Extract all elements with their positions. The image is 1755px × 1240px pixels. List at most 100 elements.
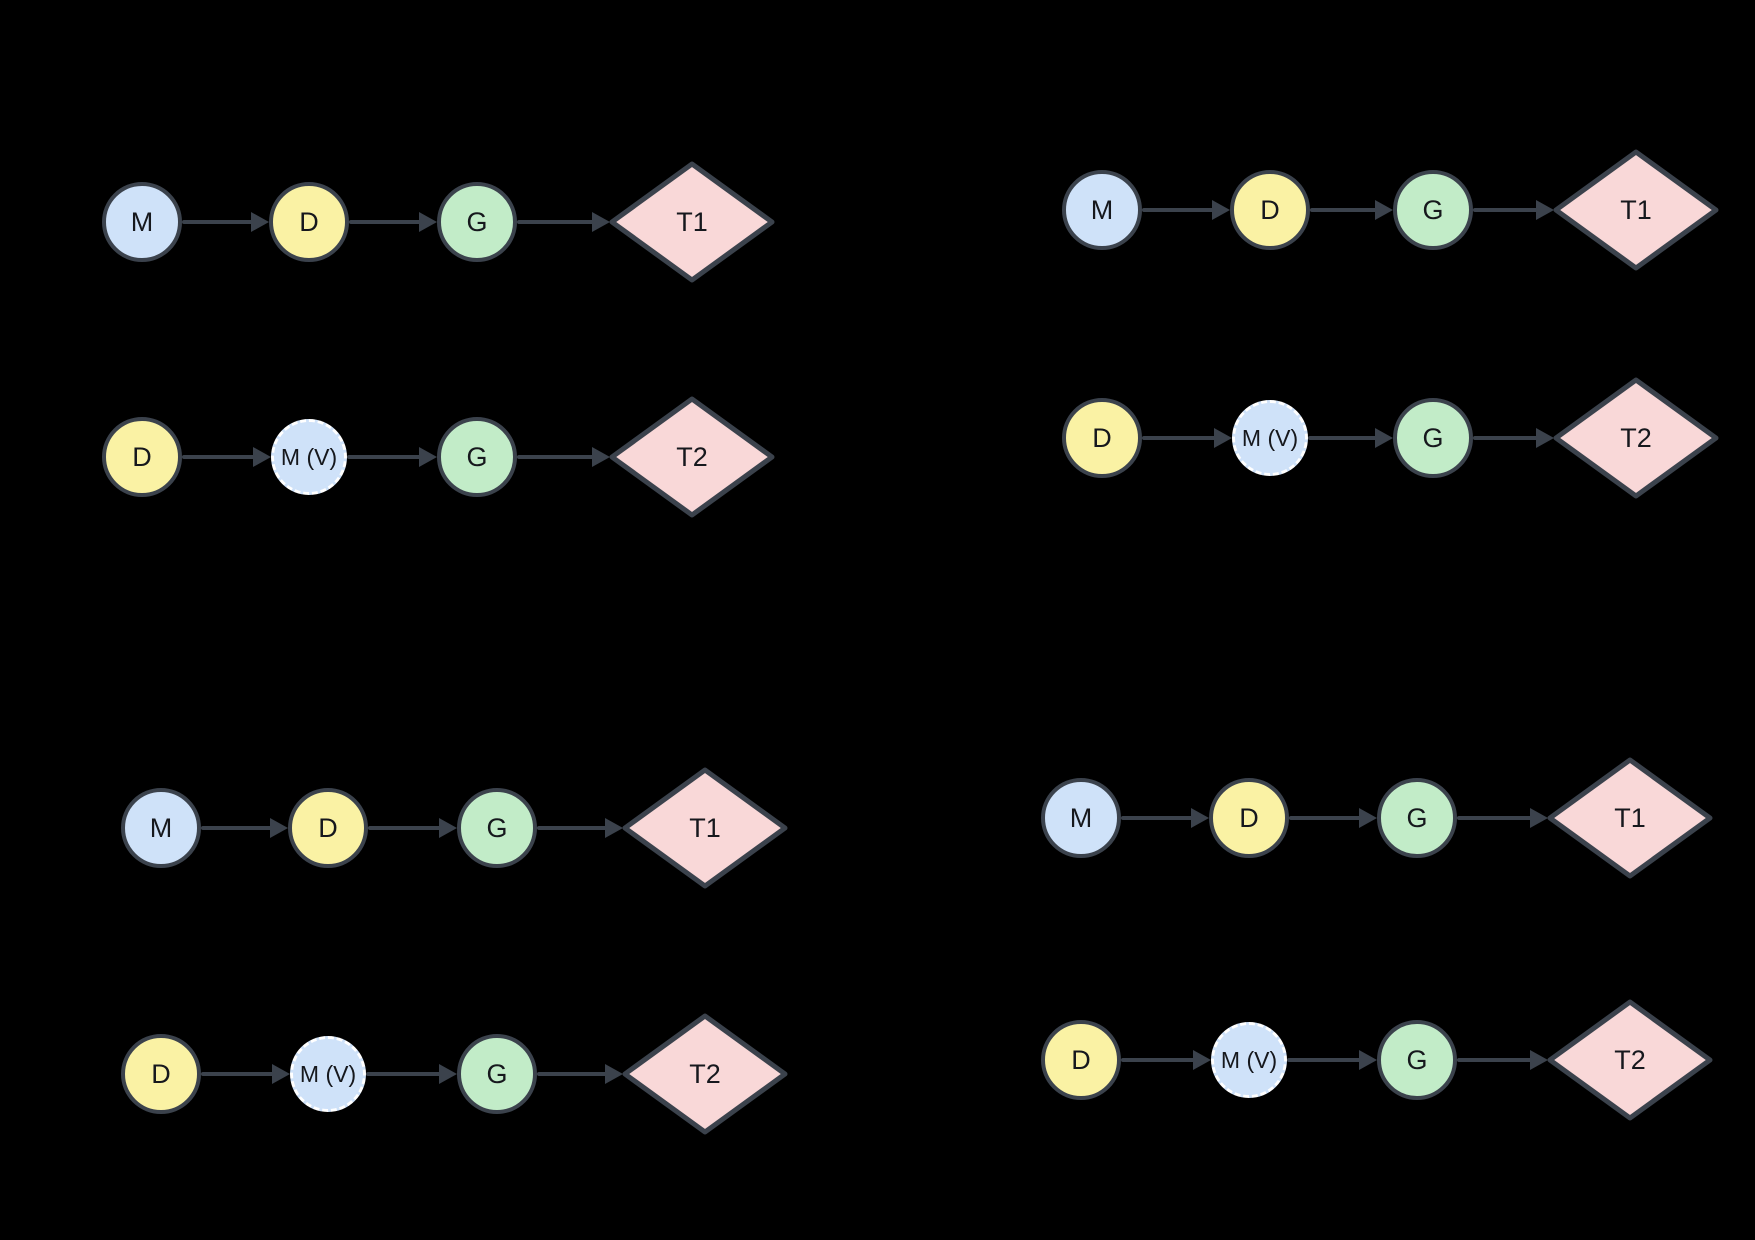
edge-line: [517, 220, 596, 224]
edge-line: [537, 1072, 609, 1076]
arrowhead-icon: [1212, 200, 1230, 220]
node-m-v: M (V): [271, 419, 347, 495]
edge-line: [347, 455, 423, 459]
node-g: G: [437, 182, 517, 262]
node-t2: T2: [606, 391, 778, 523]
diamond-shape: [1547, 757, 1713, 879]
arrowhead-icon: [1375, 428, 1393, 448]
node-label: G: [466, 206, 488, 237]
arrowhead-icon: [419, 212, 437, 232]
arrowhead-icon: [1359, 1050, 1377, 1070]
arrowhead-icon: [592, 212, 610, 232]
node-g: G: [457, 1034, 537, 1114]
node-label: T1: [676, 206, 708, 237]
edge-line: [349, 220, 423, 224]
arrowhead-icon: [1536, 200, 1554, 220]
node-t1: T1: [619, 762, 791, 894]
node-g: G: [1393, 398, 1473, 478]
edge-line: [182, 220, 255, 224]
edge-line: [1308, 436, 1379, 440]
node-label: D: [1260, 194, 1280, 225]
node-d: D: [1209, 778, 1289, 858]
arrowhead-icon: [251, 212, 269, 232]
node-d: D: [269, 182, 349, 262]
diamond-shape: [609, 161, 775, 283]
node-m-v: M (V): [290, 1036, 366, 1112]
node-label: G: [486, 812, 508, 843]
diamond-shape: [1547, 999, 1713, 1121]
node-label: D: [151, 1058, 171, 1089]
node-g: G: [1377, 1020, 1457, 1100]
node-label: D: [1239, 802, 1259, 833]
node-t1: T1: [606, 156, 778, 288]
arrowhead-icon: [1530, 808, 1548, 828]
edge-line: [1457, 816, 1534, 820]
edge-line: [1457, 1058, 1534, 1062]
node-label: T2: [689, 1058, 721, 1089]
edge-line: [1142, 208, 1216, 212]
node-label: M (V): [1241, 424, 1299, 451]
node-label: M: [1069, 802, 1093, 833]
node-d: D: [121, 1034, 201, 1114]
node-label: D: [1092, 422, 1112, 453]
node-g: G: [1393, 170, 1473, 250]
node-label: D: [299, 206, 319, 237]
node-label: T2: [1620, 422, 1652, 453]
arrowhead-icon: [1536, 428, 1554, 448]
node-g: G: [437, 417, 517, 497]
edge-line: [201, 1072, 276, 1076]
arrowhead-icon: [1359, 808, 1377, 828]
arrowhead-icon: [270, 818, 288, 838]
edge-line: [368, 826, 443, 830]
edge-line: [1142, 436, 1218, 440]
node-t2: T2: [619, 1008, 791, 1140]
node-label: G: [1406, 1044, 1428, 1075]
node-m-v: M (V): [1211, 1022, 1287, 1098]
node-m: M: [1062, 170, 1142, 250]
edge-line: [201, 826, 274, 830]
node-label: D: [318, 812, 338, 843]
arrowhead-icon: [439, 818, 457, 838]
edge-line: [537, 826, 609, 830]
node-label: M: [1090, 194, 1114, 225]
node-t1: T1: [1550, 144, 1722, 276]
arrowhead-icon: [272, 1064, 290, 1084]
node-m: M: [102, 182, 182, 262]
edge-line: [366, 1072, 443, 1076]
diamond-shape: [609, 396, 775, 518]
node-m: M: [1041, 778, 1121, 858]
node-d: D: [1062, 398, 1142, 478]
node-label: M (V): [280, 443, 338, 470]
node-label: T1: [1620, 194, 1652, 225]
node-d: D: [1041, 1020, 1121, 1100]
diamond-shape: [622, 767, 788, 889]
node-label: D: [132, 441, 152, 472]
arrowhead-icon: [253, 447, 271, 467]
edge-line: [1121, 1058, 1197, 1062]
diamond-shape: [1553, 149, 1719, 271]
edge-line: [1473, 436, 1540, 440]
node-t1: T1: [1544, 752, 1716, 884]
edge-line: [1289, 816, 1363, 820]
edge-line: [1287, 1058, 1363, 1062]
edge-line: [517, 455, 596, 459]
node-g: G: [457, 788, 537, 868]
arrowhead-icon: [1191, 808, 1209, 828]
node-label: M: [149, 812, 173, 843]
node-g: G: [1377, 778, 1457, 858]
node-t2: T2: [1544, 994, 1716, 1126]
arrowhead-icon: [1193, 1050, 1211, 1070]
diamond-shape: [622, 1013, 788, 1135]
node-label: M (V): [1220, 1046, 1278, 1073]
arrowhead-icon: [605, 1064, 623, 1084]
node-label: T1: [689, 812, 721, 843]
node-d: D: [288, 788, 368, 868]
node-label: M (V): [299, 1060, 357, 1087]
diamond-shape: [1553, 377, 1719, 499]
edge-line: [1121, 816, 1195, 820]
arrowhead-icon: [419, 447, 437, 467]
